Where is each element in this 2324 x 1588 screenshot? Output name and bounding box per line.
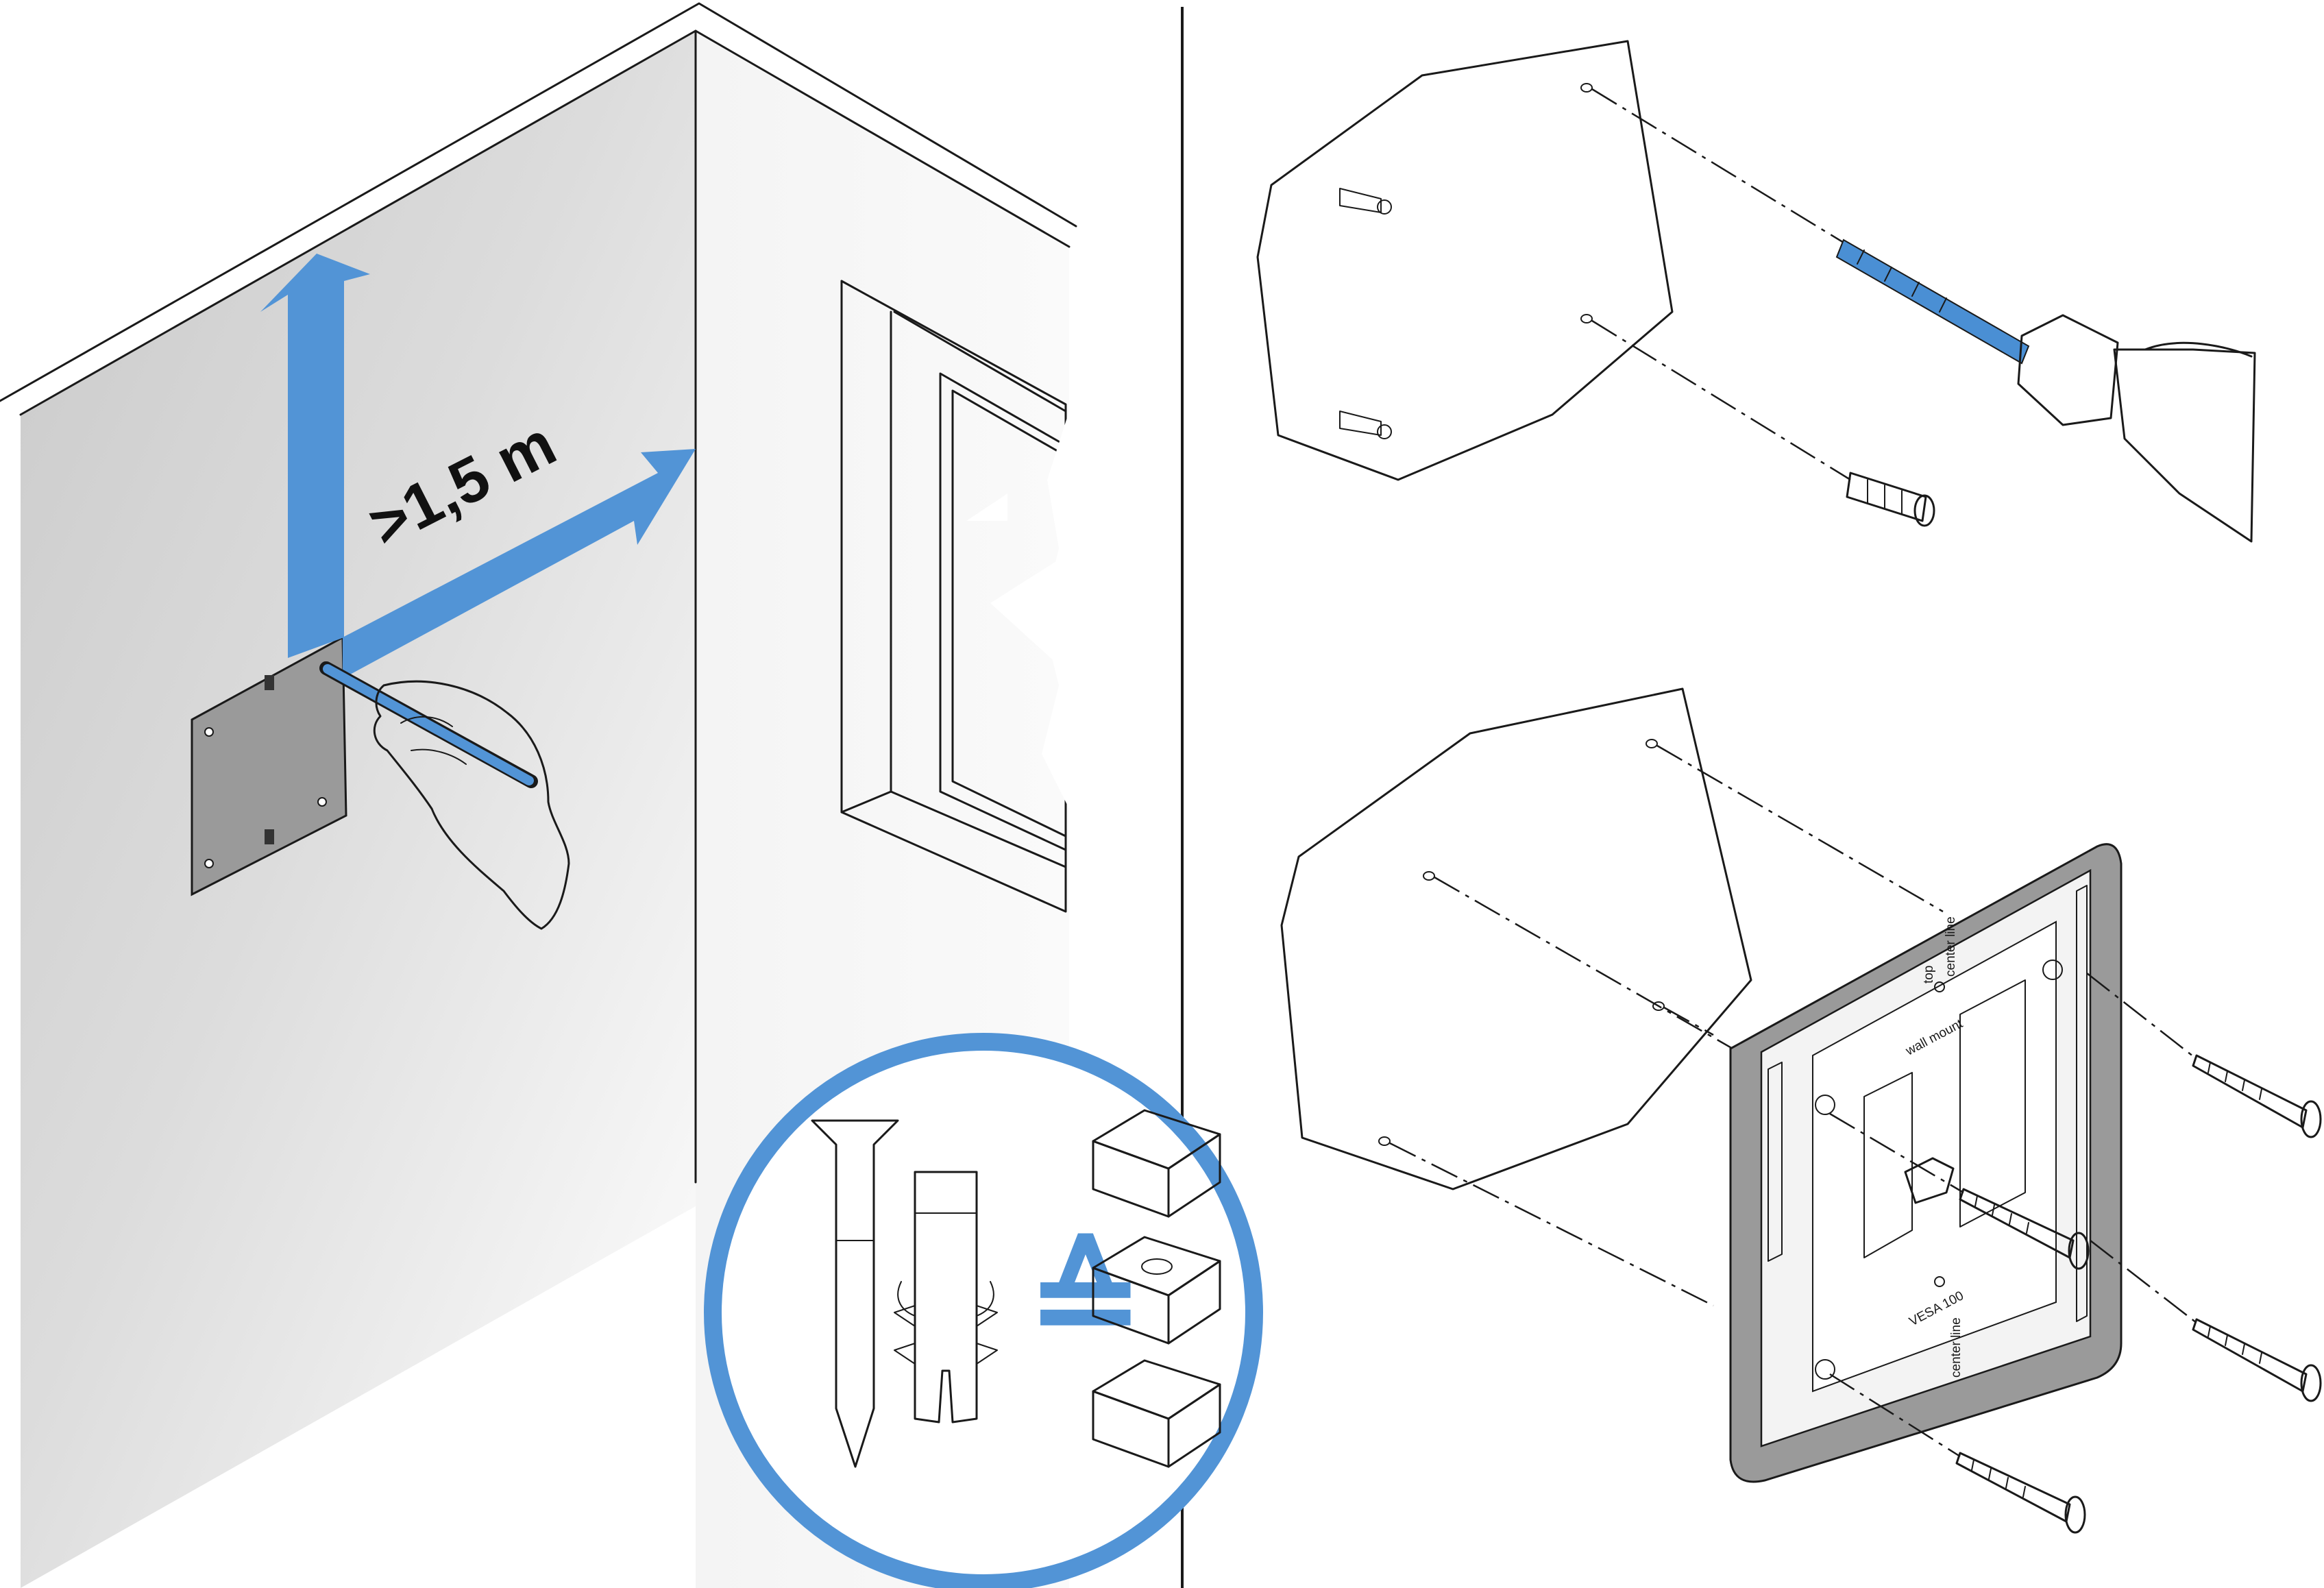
drill-icon (2017, 314, 2256, 543)
wall-mount-plate (1729, 843, 2123, 1483)
screw-icon (1959, 1188, 2090, 1270)
brick-icon (1092, 1359, 1221, 1468)
equivalence-symbol: ≙ (1028, 1223, 1143, 1376)
drill-bit-icon (1835, 239, 2030, 365)
screw-icon (1955, 1452, 2086, 1534)
drilling-step (1256, 40, 2256, 543)
left-wall (21, 31, 696, 1588)
screw-icon (2192, 1054, 2322, 1138)
concrete-block-icon (1092, 1109, 1221, 1218)
right-arrow-icon (343, 449, 696, 679)
wall-section-top (1256, 40, 1674, 481)
wall-anchor-icon (1846, 472, 1935, 527)
wall-plug-icon (894, 1171, 998, 1424)
hollow-block-icon (1092, 1236, 1221, 1345)
screw-icon (2192, 1318, 2322, 1402)
window (840, 280, 1067, 913)
up-arrow-icon (260, 254, 370, 658)
plate-label-top: top (1922, 966, 1936, 984)
hand-with-pencil (319, 661, 570, 930)
plate-label-center-line: center line (1944, 916, 1958, 977)
plate-label-center-line-bottom: center line (1949, 1317, 1964, 1378)
mounting-step: top center line wall mount VESA 100 cent… (1280, 687, 2322, 1534)
screw-icon (811, 1119, 899, 1468)
hardware-inset: ≙ (704, 1033, 1263, 1588)
wall-section-bottom (1280, 687, 1752, 1190)
wall-anchor-icon (1339, 411, 1392, 439)
distance-arrows (260, 254, 696, 679)
wall-anchor-icon (1339, 188, 1392, 215)
